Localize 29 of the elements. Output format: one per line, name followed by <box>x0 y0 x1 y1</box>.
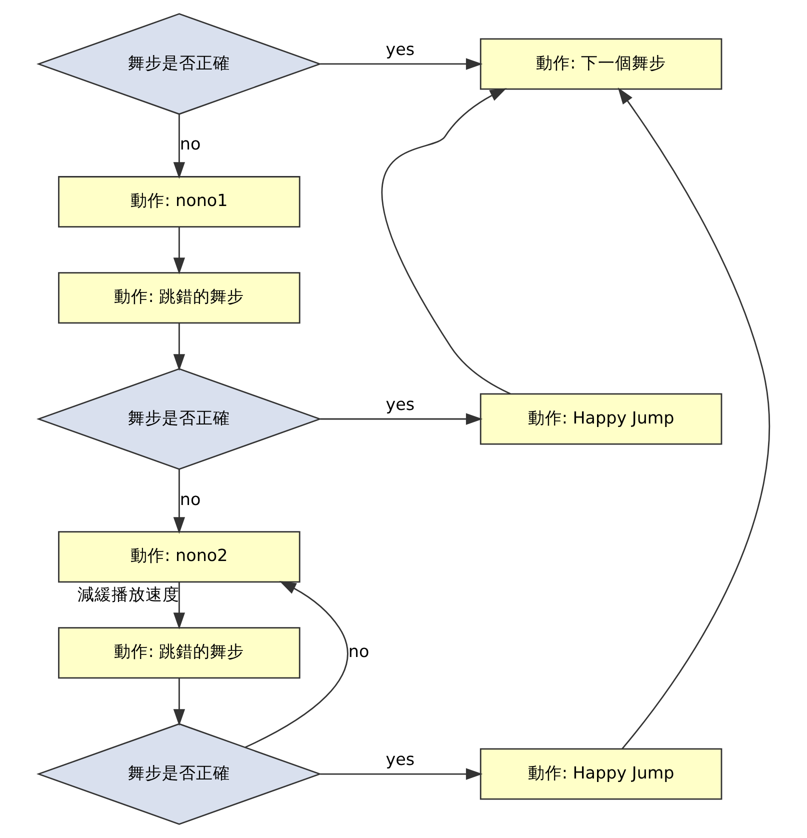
arrow <box>320 413 482 425</box>
node-box: 動作: Happy Jump <box>479 748 722 800</box>
node-box: 動作: nono2 <box>58 531 300 583</box>
arrow <box>172 323 185 371</box>
edge-label: yes <box>385 394 414 414</box>
arrow <box>244 581 348 748</box>
node-box: 動作: nono1 <box>58 176 300 228</box>
arrow <box>172 227 185 274</box>
edge-label: no <box>348 641 369 662</box>
edge-label: 減緩播放速度 <box>76 584 179 604</box>
arrow <box>381 88 510 394</box>
arrow <box>172 114 185 179</box>
arrow <box>172 469 185 534</box>
arrow <box>617 88 769 750</box>
arrow <box>320 768 482 780</box>
arrow <box>320 58 482 70</box>
node-diamond: 舞步是否正確 <box>36 13 322 115</box>
edge-label: yes <box>385 749 414 770</box>
node-diamond: 舞步是否正確 <box>36 368 322 470</box>
edge-label: no <box>179 134 200 154</box>
node-box: 動作: 下一個舞步 <box>479 38 722 90</box>
node-box: 動作: Happy Jump <box>479 393 722 445</box>
node-box: 動作: 跳錯的舞步 <box>58 627 300 679</box>
node-diamond: 舞步是否正確 <box>36 723 322 825</box>
arrow <box>172 678 185 726</box>
arrow <box>172 582 185 630</box>
edge-label: yes <box>385 39 414 60</box>
node-box: 動作: 跳錯的舞步 <box>58 272 300 324</box>
edge-label: no <box>179 488 200 509</box>
